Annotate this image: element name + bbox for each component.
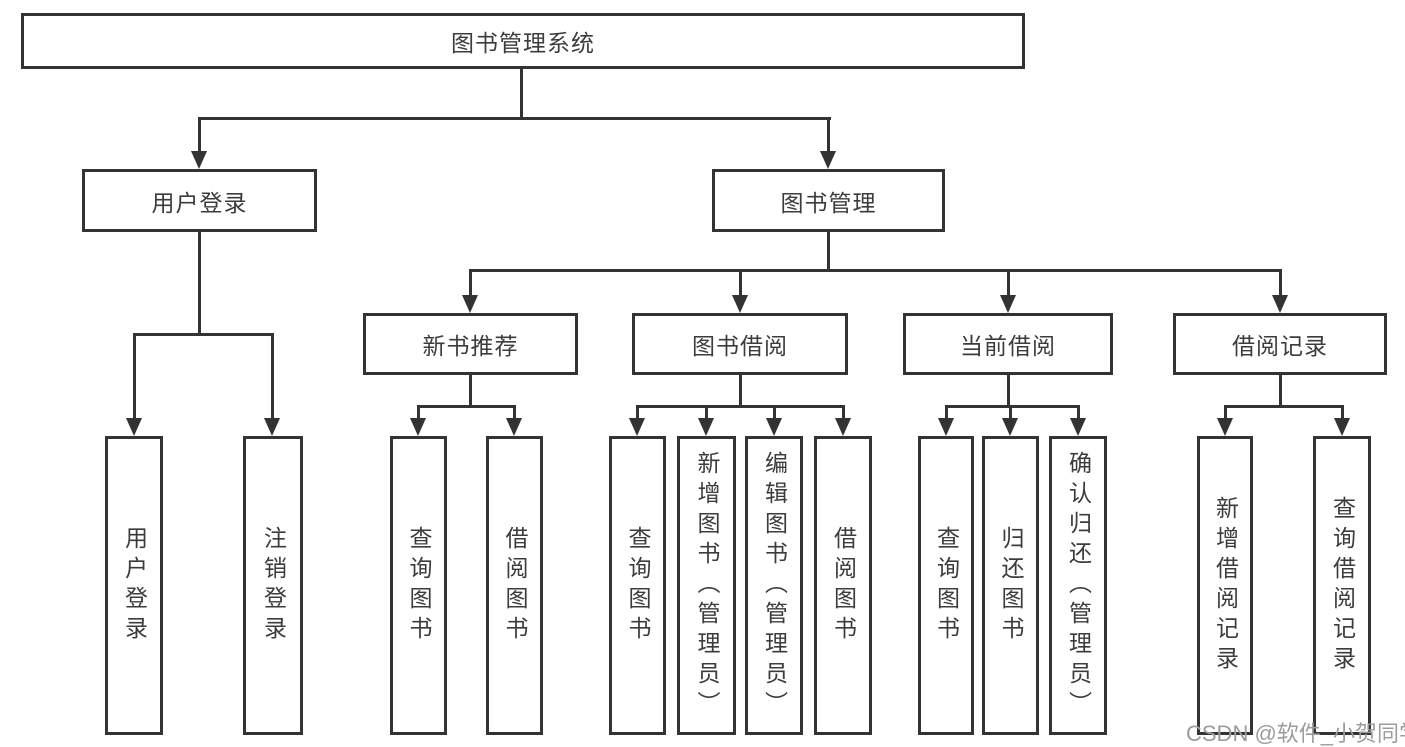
connector-line-h xyxy=(636,405,845,408)
connector-line-v xyxy=(842,407,845,420)
connector-line-h xyxy=(469,269,1282,272)
arrowhead-down xyxy=(629,418,645,436)
connector-line-v xyxy=(133,335,136,420)
arrowhead-down xyxy=(1002,418,1018,436)
arrowhead-down xyxy=(126,418,142,436)
arrowhead-down xyxy=(835,418,851,436)
connector-line-v xyxy=(520,69,523,118)
node-library-management-system: 图书管理系统 xyxy=(21,13,1025,69)
leaf-label: 确认归还（管理员） xyxy=(1065,450,1092,721)
connector-line-v xyxy=(1279,375,1282,407)
connector-line-v xyxy=(1009,407,1012,420)
connector-line-v xyxy=(773,407,776,420)
arrowhead-down xyxy=(766,418,782,436)
connector-line-h xyxy=(1224,405,1344,408)
connector-line-v xyxy=(739,375,742,407)
connector-line-v xyxy=(1007,375,1010,407)
connector-line-v xyxy=(945,407,948,420)
leaf-label: 用户登录 xyxy=(121,525,148,646)
connector-line-v xyxy=(827,232,830,271)
connector-line-v xyxy=(705,407,708,420)
leaf-label: 注销登录 xyxy=(260,525,287,646)
node-label: 用户登录 xyxy=(151,189,248,216)
arrowhead-down xyxy=(1334,418,1350,436)
arrowhead-down xyxy=(698,418,714,436)
leaf-label: 查询图书 xyxy=(625,525,651,646)
leaf-logout: 注销登录 xyxy=(243,436,303,735)
leaf-query-borrow-record: 查询借阅记录 xyxy=(1313,436,1371,735)
connector-line-v xyxy=(1224,407,1227,420)
arrowhead-down xyxy=(820,151,836,169)
leaf-label: 新增图书（管理员） xyxy=(694,450,720,721)
connector-line-h xyxy=(417,405,516,408)
leaf-return-books: 归还图书 xyxy=(982,436,1039,735)
arrowhead-down xyxy=(462,295,478,313)
leaf-label: 查询借阅记录 xyxy=(1329,495,1356,676)
node-book-management: 图书管理 xyxy=(712,169,945,232)
leaf-label: 编辑图书（管理员） xyxy=(761,450,788,721)
leaf-label: 查询图书 xyxy=(933,525,960,646)
connector-line-v xyxy=(198,232,201,335)
connector-line-v xyxy=(469,375,472,407)
leaf-query-books-current: 查询图书 xyxy=(918,436,974,735)
connector-line-v xyxy=(1279,271,1282,297)
leaf-label: 查询图书 xyxy=(406,525,432,646)
leaf-borrow-books-recommend: 借阅图书 xyxy=(486,436,543,735)
node-book-borrowing: 图书借阅 xyxy=(632,313,848,375)
connector-line-v xyxy=(636,407,639,420)
leaf-user-login: 用户登录 xyxy=(105,436,163,735)
leaf-add-borrow-record: 新增借阅记录 xyxy=(1197,436,1253,735)
connector-line-v xyxy=(469,271,472,297)
leaf-edit-books-admin: 编辑图书（管理员） xyxy=(745,436,803,735)
arrowhead-down xyxy=(1000,295,1016,313)
connector-line-h xyxy=(945,405,1080,408)
leaf-label: 归还图书 xyxy=(998,525,1024,646)
leaf-query-books-recommend: 查询图书 xyxy=(390,436,447,735)
arrowhead-down xyxy=(264,418,280,436)
watermark: CSDN @软件_小贺同学 xyxy=(1186,721,1405,746)
node-label: 图书管理系统 xyxy=(451,30,595,56)
leaf-label: 借阅图书 xyxy=(502,525,528,646)
node-current-borrowing: 当前借阅 xyxy=(903,313,1113,375)
arrowhead-down xyxy=(1070,418,1086,436)
leaf-add-books-admin: 新增图书（管理员） xyxy=(677,436,736,735)
connector-line-v xyxy=(739,271,742,297)
leaf-query-books-borrowing: 查询图书 xyxy=(609,436,666,735)
connector-line-v xyxy=(1341,407,1344,420)
leaf-borrow-books: 借阅图书 xyxy=(814,436,872,735)
connector-line-v xyxy=(271,335,274,420)
connector-line-v xyxy=(417,407,420,420)
arrowhead-down xyxy=(191,151,207,169)
arrowhead-down xyxy=(506,418,522,436)
connector-line-v xyxy=(513,407,516,420)
arrowhead-down xyxy=(1217,418,1233,436)
arrowhead-down xyxy=(938,418,954,436)
connector-line-h xyxy=(133,333,274,336)
connector-line-v xyxy=(1077,407,1080,420)
leaf-label: 新增借阅记录 xyxy=(1212,495,1239,676)
connector-line-v xyxy=(198,117,201,153)
leaf-confirm-return-admin: 确认归还（管理员） xyxy=(1049,436,1107,735)
connector-line-h xyxy=(198,117,831,120)
node-label: 图书管理 xyxy=(780,189,877,216)
node-label: 借阅记录 xyxy=(1232,333,1328,359)
leaf-label: 借阅图书 xyxy=(830,525,857,646)
node-borrow-records: 借阅记录 xyxy=(1173,313,1387,375)
node-label: 当前借阅 xyxy=(960,333,1056,359)
arrowhead-down xyxy=(732,295,748,313)
node-label: 新书推荐 xyxy=(422,333,519,359)
node-user-login: 用户登录 xyxy=(82,169,317,232)
arrowhead-down xyxy=(410,418,426,436)
connector-line-v xyxy=(827,117,830,153)
connector-line-v xyxy=(1007,271,1010,297)
node-new-book-recommend: 新书推荐 xyxy=(363,313,578,375)
arrowhead-down xyxy=(1272,295,1288,313)
node-label: 图书借阅 xyxy=(692,333,788,359)
